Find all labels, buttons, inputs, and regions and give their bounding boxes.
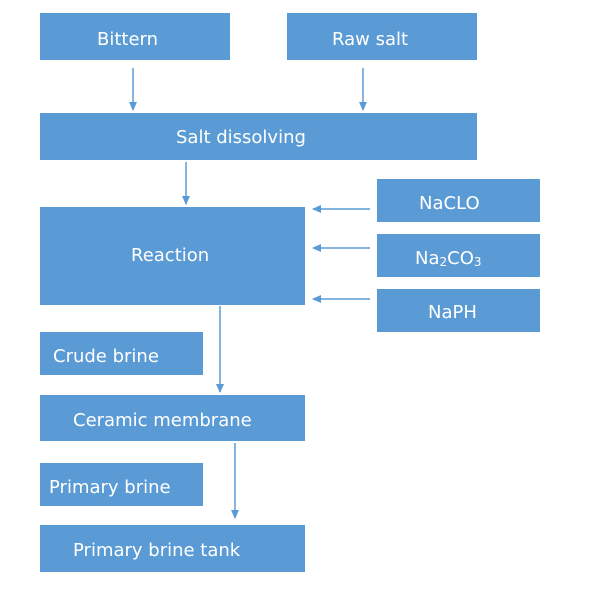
na2co3-box: Na2CO3 [377, 234, 540, 277]
raw-salt-box: Raw salt [287, 13, 477, 60]
naclo-label: NaCLO [419, 193, 480, 214]
primary-brine-tank-box: Primary brine tank [40, 525, 305, 572]
ceramic-membrane-label: Ceramic membrane [73, 410, 252, 431]
na2co3-sub2: 3 [473, 255, 482, 269]
naph-box: NaPH [377, 289, 540, 332]
na2co3-label: Na2CO3 [415, 248, 482, 269]
ceramic-membrane-box: Ceramic membrane [40, 395, 305, 441]
salt-dissolving-box: Salt dissolving [40, 113, 477, 160]
reaction-box: Reaction [40, 207, 305, 305]
primary-brine-tank-label: Primary brine tank [73, 540, 241, 561]
crude-brine-box: Crude brine [40, 332, 203, 375]
crude-brine-label: Crude brine [53, 346, 159, 367]
primary-brine-box: Primary brine [40, 463, 203, 506]
bittern-box: Bittern [40, 13, 230, 60]
naph-label: NaPH [428, 302, 477, 323]
reaction-label: Reaction [131, 245, 210, 266]
na2co3-part2: CO [447, 248, 474, 269]
na2co3-sub1: 2 [439, 255, 448, 269]
primary-brine-label: Primary brine [49, 477, 171, 498]
salt-dissolving-label: Salt dissolving [176, 127, 306, 148]
bittern-label: Bittern [97, 29, 159, 50]
naclo-box: NaCLO [377, 179, 540, 222]
raw-salt-label: Raw salt [332, 29, 409, 50]
na2co3-part1: Na [415, 248, 440, 269]
